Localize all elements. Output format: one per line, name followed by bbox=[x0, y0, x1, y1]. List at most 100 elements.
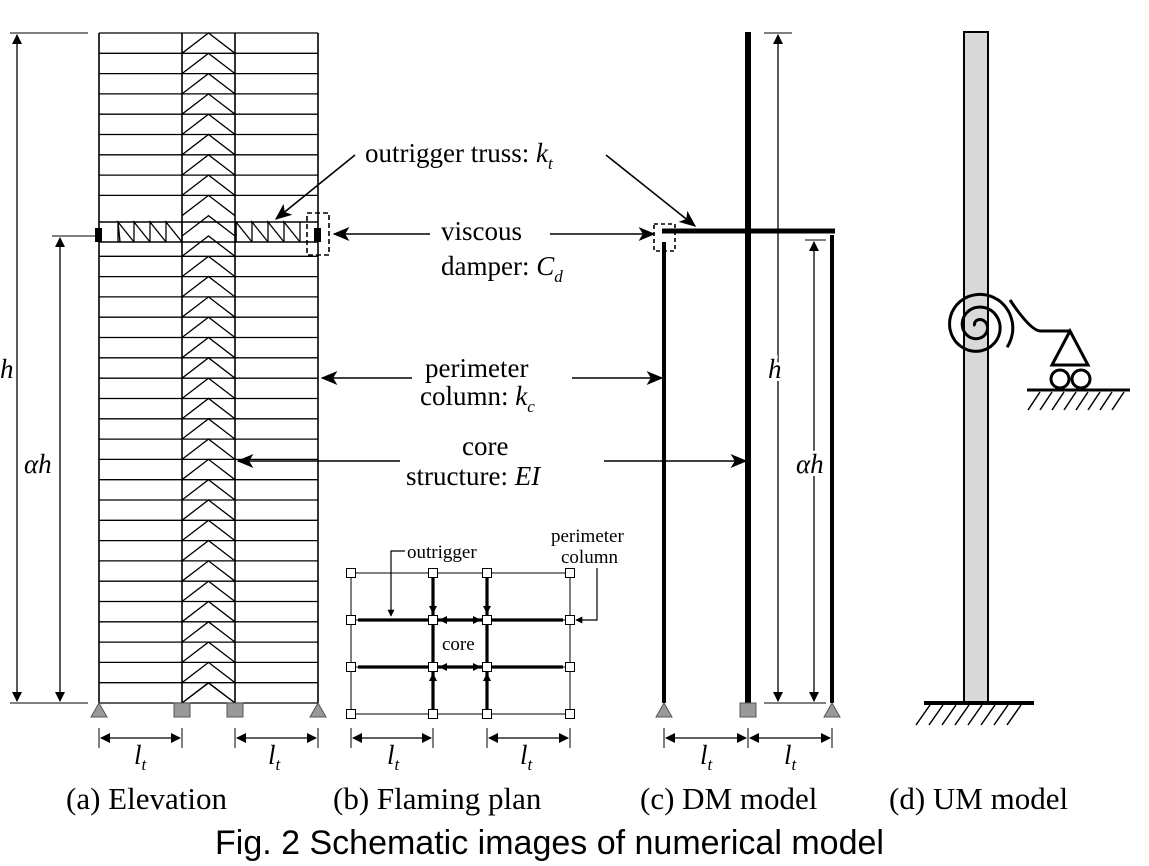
hatch-line bbox=[941, 704, 957, 726]
core-chevron bbox=[181, 458, 236, 481]
truss-diagonal bbox=[267, 220, 285, 243]
elevation-floor-lines bbox=[99, 32, 318, 704]
viscous-label: viscous bbox=[441, 216, 522, 246]
central-annotations: outrigger truss: kt viscous damper: Cd p… bbox=[236, 138, 748, 491]
truss-diagonal bbox=[117, 220, 135, 243]
plan-perimeter-label: perimeter bbox=[551, 526, 624, 547]
elevation-pin-support-right bbox=[309, 701, 327, 718]
truss-diagonal bbox=[283, 220, 301, 243]
core-chevron bbox=[181, 133, 236, 156]
elevation-diagram: h αh lt lt bbox=[0, 32, 330, 774]
dm-lt-label-right: lt bbox=[784, 740, 798, 774]
framing-plan-diagram: outrigger perimeter column core lt lt bbox=[346, 526, 624, 774]
core-chevron bbox=[181, 296, 236, 318]
elevation-damper-highlight bbox=[306, 212, 330, 256]
core-chevron bbox=[181, 397, 236, 420]
plan-lt-label-left: lt bbox=[387, 740, 401, 774]
core-chevron bbox=[181, 519, 236, 542]
plan-core-label: core bbox=[442, 634, 475, 655]
core-chevron bbox=[181, 52, 236, 75]
core-chevron bbox=[181, 620, 236, 643]
plan-node bbox=[565, 662, 575, 672]
core-chevron bbox=[181, 174, 236, 196]
core-chevron bbox=[181, 478, 236, 501]
hatch-line bbox=[915, 704, 931, 726]
outrigger-truss-arrow-right bbox=[605, 154, 697, 227]
hatch-line bbox=[1006, 704, 1022, 726]
column-label: column: kc bbox=[420, 381, 535, 416]
elevation-h-label: h bbox=[0, 354, 14, 384]
elevation-core-bracing bbox=[181, 32, 236, 704]
outrigger-truss-arrow-left bbox=[274, 154, 356, 220]
hatch-line bbox=[1039, 391, 1053, 411]
core-chevron bbox=[181, 32, 236, 54]
plan-node bbox=[482, 662, 492, 672]
plan-node bbox=[346, 662, 356, 672]
hatch-line bbox=[1099, 391, 1113, 411]
dm-pin-support-right bbox=[823, 701, 841, 718]
core-chevron bbox=[181, 417, 236, 440]
plan-column-nodes bbox=[346, 568, 575, 719]
hatch-line bbox=[993, 704, 1009, 726]
core-chevron bbox=[181, 539, 236, 562]
elevation-damper-right bbox=[314, 228, 321, 242]
core-label: core bbox=[462, 431, 508, 461]
plan-node bbox=[346, 709, 356, 719]
caption-dm-model: (c) DM model bbox=[640, 781, 817, 816]
plan-node bbox=[346, 568, 356, 578]
caption-framing-plan: (b) Flaming plan bbox=[333, 781, 542, 816]
caption-elevation: (a) Elevation bbox=[66, 781, 227, 816]
figure-title: Fig. 2 Schematic images of numerical mod… bbox=[215, 824, 884, 862]
plan-node bbox=[346, 615, 356, 625]
hatch-line bbox=[980, 704, 996, 726]
plan-node bbox=[565, 615, 575, 625]
core-chevron bbox=[181, 641, 236, 663]
plan-node bbox=[428, 709, 438, 719]
core-chevron bbox=[181, 275, 236, 298]
um-roller-wheel-left bbox=[1049, 368, 1071, 390]
plan-node bbox=[482, 568, 492, 578]
hatch-line bbox=[1087, 391, 1101, 411]
plan-lt-label-right: lt bbox=[520, 740, 534, 774]
core-chevron bbox=[181, 214, 236, 237]
plan-core-arrows bbox=[429, 606, 491, 681]
core-chevron bbox=[181, 661, 236, 684]
plan-node bbox=[428, 568, 438, 578]
plan-outrigger-label: outrigger bbox=[407, 542, 477, 563]
dm-damper-highlight bbox=[653, 223, 676, 252]
elevation-lt-label-right: lt bbox=[268, 740, 282, 774]
core-chevron bbox=[181, 560, 236, 582]
elevation-fixed-support-right bbox=[226, 702, 244, 718]
um-rotational-spring-icon bbox=[948, 292, 1015, 353]
plan-node bbox=[482, 709, 492, 719]
dm-model-diagram: h αh lt lt bbox=[653, 32, 841, 774]
core-chevron bbox=[181, 600, 236, 623]
um-roller-wheel-right bbox=[1070, 368, 1092, 390]
um-model-diagram bbox=[915, 31, 1130, 726]
elevation-lt-label-left: lt bbox=[134, 740, 148, 774]
dm-fixed-support bbox=[739, 702, 757, 718]
outrigger-truss-label: outrigger truss: kt bbox=[365, 138, 554, 173]
core-chevron bbox=[181, 336, 236, 359]
hatch-line bbox=[967, 704, 983, 726]
core-chevron bbox=[181, 580, 236, 603]
plan-node bbox=[565, 568, 575, 578]
core-chevron bbox=[181, 235, 236, 257]
dm-pin-support-left bbox=[655, 701, 673, 718]
plan-outrigger-arrow bbox=[387, 550, 405, 617]
plan-node bbox=[428, 615, 438, 625]
plan-column-arrow bbox=[575, 568, 598, 624]
hatch-line bbox=[1027, 391, 1041, 411]
hatch-line bbox=[1111, 391, 1125, 411]
hatch-line bbox=[1063, 391, 1077, 411]
core-chevron bbox=[181, 113, 236, 136]
elevation-damper-left bbox=[95, 228, 102, 242]
damper-label: damper: Cd bbox=[441, 251, 563, 286]
um-ground-hatch bbox=[915, 704, 1022, 726]
outrigger-truss-diagonals bbox=[117, 220, 301, 243]
core-chevron bbox=[181, 499, 236, 521]
core-chevron bbox=[181, 255, 236, 278]
hatch-line bbox=[954, 704, 970, 726]
caption-um-model: (d) UM model bbox=[889, 781, 1068, 816]
